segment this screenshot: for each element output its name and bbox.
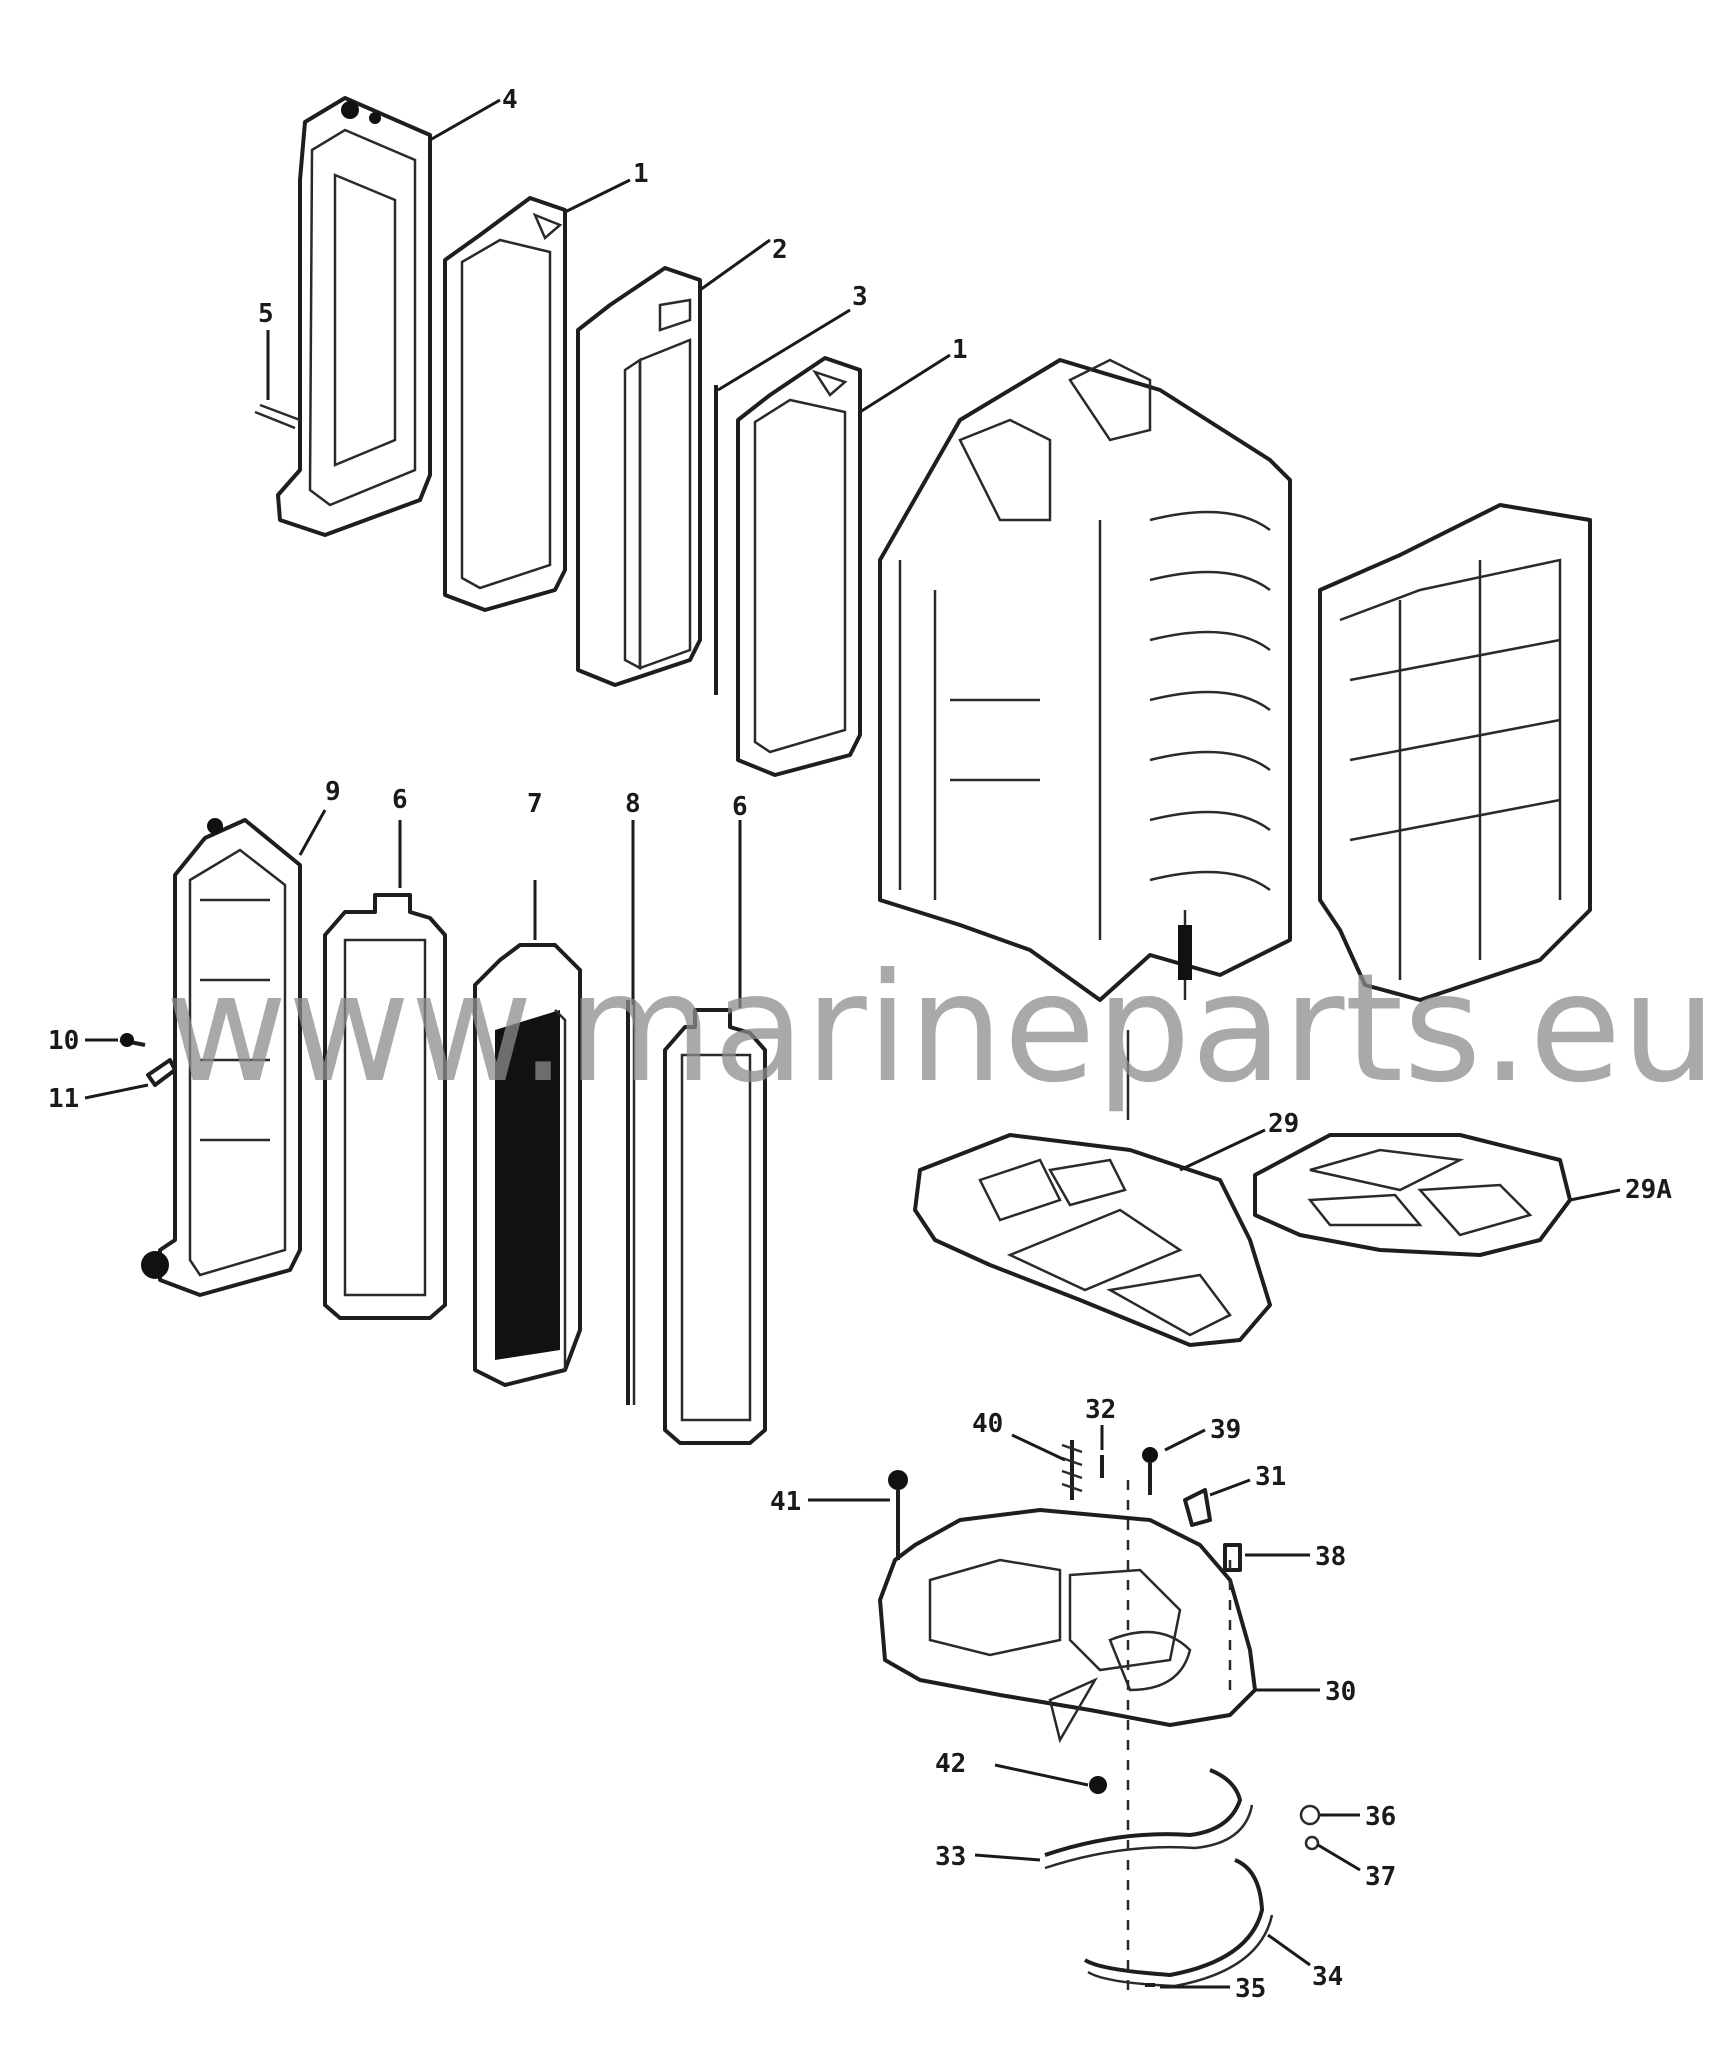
part-38-fitting xyxy=(1223,1543,1242,1572)
part-10-screw xyxy=(119,1033,146,1047)
label-2: 2 xyxy=(772,235,788,265)
label-11: 11 xyxy=(48,1084,79,1114)
part-29-gasket xyxy=(913,1133,1272,1347)
cylinder-block xyxy=(878,358,1292,1120)
part-1-gasket-b xyxy=(736,356,862,777)
part-11-plug xyxy=(146,1058,177,1087)
part-42-nut xyxy=(1089,1776,1107,1794)
label-38: 38 xyxy=(1315,1542,1346,1572)
label-36: 36 xyxy=(1365,1802,1396,1832)
watermark: www.marineparts.eu xyxy=(165,942,1717,1116)
part-6-gasket-a xyxy=(323,893,447,1320)
label-7: 7 xyxy=(527,789,543,819)
part-33-hose xyxy=(1044,1768,1254,1870)
label-1-b: 1 xyxy=(952,335,968,365)
part-9-exhaust-cover xyxy=(141,818,302,1297)
label-6-a: 6 xyxy=(392,785,408,815)
label-37: 37 xyxy=(1365,1862,1396,1892)
label-33: 33 xyxy=(935,1842,966,1872)
label-29A: 29A xyxy=(1625,1175,1672,1205)
part-labels: 4 1 2 3 1 5 9 6 7 8 6 10 11 29 29A 32 40… xyxy=(48,85,1672,2004)
label-32: 32 xyxy=(1085,1395,1116,1425)
part-39-screw xyxy=(1142,1447,1158,1495)
label-3: 3 xyxy=(852,282,868,312)
label-5: 5 xyxy=(258,299,274,329)
part-8-seal-strip xyxy=(626,1000,636,1405)
label-42: 42 xyxy=(935,1749,966,1779)
part-37-washer xyxy=(1304,1835,1320,1851)
leader-lines xyxy=(84,98,1621,2000)
label-31: 31 xyxy=(1255,1462,1286,1492)
label-6-b: 6 xyxy=(732,792,748,822)
label-34: 34 xyxy=(1312,1962,1343,1992)
part-2-divider-plate xyxy=(576,266,702,687)
part-34-hose xyxy=(1083,1858,1274,1988)
part-36-washer xyxy=(1299,1804,1321,1826)
label-1-a: 1 xyxy=(633,159,649,189)
part-6-gasket-b xyxy=(663,1008,767,1445)
crankcase-cover xyxy=(1318,503,1592,1002)
label-29: 29 xyxy=(1268,1109,1299,1139)
part-41-bolt xyxy=(888,1470,908,1560)
label-40: 40 xyxy=(972,1409,1003,1439)
label-39: 39 xyxy=(1210,1415,1241,1445)
label-10: 10 xyxy=(48,1026,79,1056)
part-30-adapter-plate xyxy=(878,1508,1257,1744)
label-35: 35 xyxy=(1235,1974,1266,2004)
label-8: 8 xyxy=(625,789,641,819)
label-9: 9 xyxy=(325,777,341,807)
label-30: 30 xyxy=(1325,1677,1356,1707)
part-31-clip xyxy=(1183,1488,1212,1527)
part-1-gasket-a xyxy=(443,196,567,612)
part-40-spring xyxy=(1061,1440,1083,1500)
label-41: 41 xyxy=(770,1487,801,1517)
part-29A-gasket xyxy=(1253,1133,1572,1257)
part-4-cover-plate xyxy=(254,96,432,537)
part-7-baffle-plate xyxy=(473,943,582,1387)
label-4: 4 xyxy=(502,85,518,115)
